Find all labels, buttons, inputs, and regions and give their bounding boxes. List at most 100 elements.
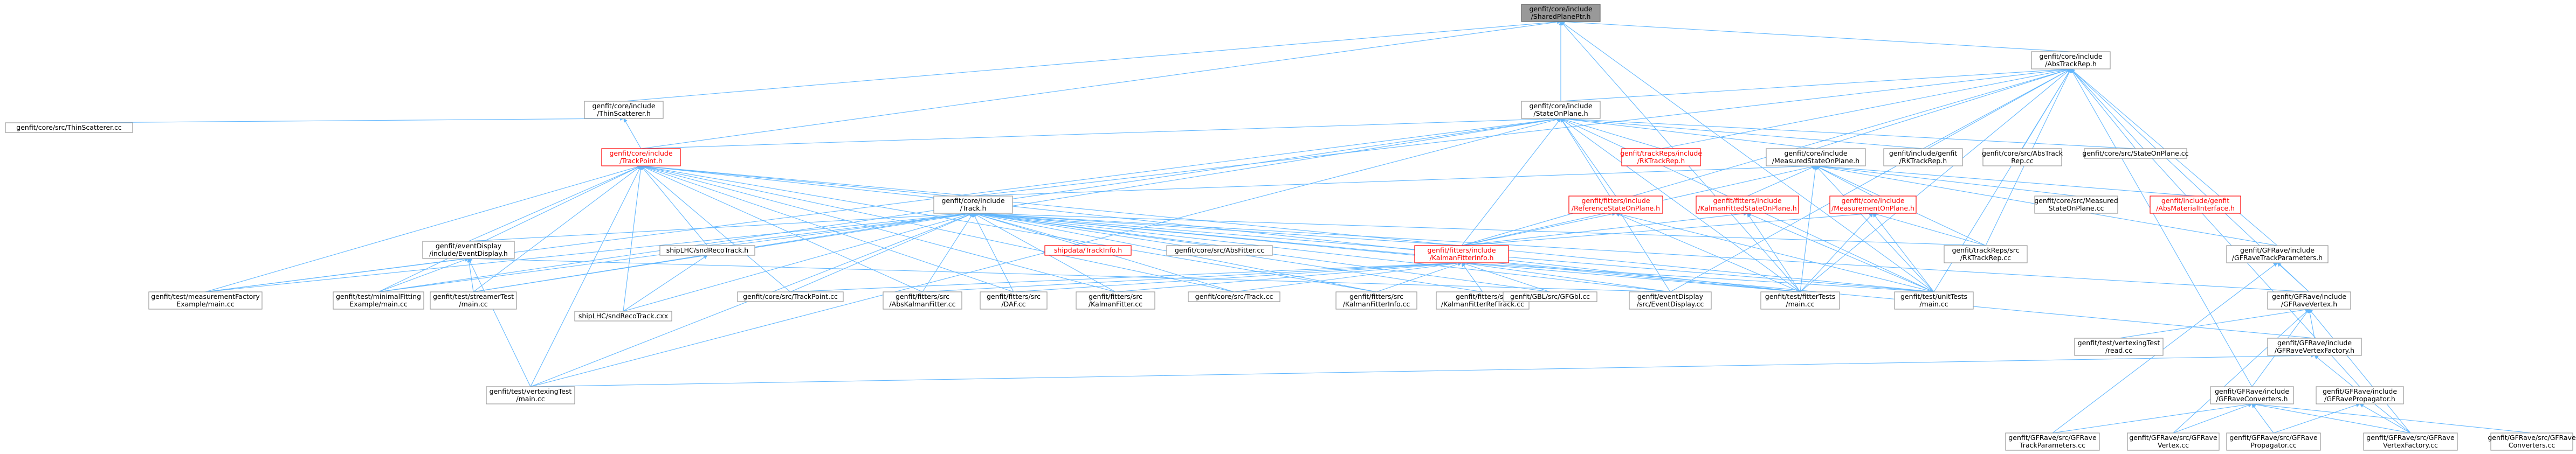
edge-n14-n38 (1872, 213, 1934, 292)
include-edge (790, 213, 974, 292)
file-node-label: genfit/GFRave/include (2215, 387, 2289, 395)
file-node-label: genfit/core/include (2039, 52, 2102, 60)
edge-n11-n18 (707, 212, 974, 246)
file-node-label: /ReferenceStateOnPlane.h (1572, 204, 1660, 212)
file-node[interactable]: genfit/core/include/MeasurementOnPlane.h (1829, 195, 1917, 214)
file-node[interactable]: genfit/GFRave/src/GFRaveVertexFactory.cc (2363, 432, 2458, 451)
file-node[interactable]: genfit/GFRave/include/GFRaveTrackParamet… (2226, 245, 2329, 263)
include-edge (1615, 213, 1801, 292)
include-edge (623, 212, 974, 312)
file-node-box (1521, 101, 1601, 119)
file-node[interactable]: genfit/core/src/StateOnPlane.cc (2082, 148, 2189, 159)
file-node[interactable]: genfit/GFRave/include/GFRavePropagator.h (2316, 386, 2404, 404)
include-edge (2359, 403, 2411, 434)
file-node[interactable]: genfit/fitters/src/KalmanFitter.cc (1076, 291, 1155, 310)
file-node[interactable]: genfit/fitters/include/ReferenceStateOnP… (1568, 195, 1663, 214)
file-node-label: /main.cc (459, 300, 487, 308)
file-node-box (584, 101, 664, 119)
file-node[interactable]: genfit/core/src/Track.cc (1188, 291, 1280, 302)
file-node-label: VertexFactory.cc (2383, 441, 2438, 449)
file-node-label: /GFRaveVertex.h (2281, 300, 2337, 308)
file-node-label: genfit/core/include (1529, 5, 1592, 13)
file-node[interactable]: genfit/test/streamerTest/main.cc (430, 291, 517, 310)
file-node[interactable]: genfit/core/src/AbsTrackRep.cc (1982, 148, 2063, 166)
file-node[interactable]: genfit/core/src/MeasuredStateOnPlane.cc (2034, 195, 2118, 214)
include-edge (1461, 262, 1551, 292)
file-node-box (2267, 291, 2351, 310)
include-edge (640, 165, 1116, 292)
include-edge (707, 212, 974, 246)
file-node[interactable]: genfit/fitters/include/KalmanFitterInfo.… (1414, 245, 1509, 263)
file-node-label: genfit/test/fitterTests (1765, 292, 1835, 301)
edge-n17-n36 (468, 256, 1671, 292)
file-node[interactable]: shipLHC/sndRecoTrack.cxx (574, 311, 672, 322)
file-node[interactable]: genfit/core/include/AbsTrackRep.h (2031, 51, 2111, 69)
file-node[interactable]: genfit/GFRave/src/GFRaveTrackParameters.… (2005, 432, 2100, 451)
edge-n5-n29 (640, 165, 923, 292)
file-node[interactable]: genfit/test/fitterTests/main.cc (1760, 291, 1840, 310)
file-node[interactable]: genfit/GFRave/src/GFRaveVertex.cc (2127, 432, 2220, 451)
file-node[interactable]: genfit/fitters/include/KalmanFittedState… (1696, 195, 1799, 214)
file-node[interactable]: genfit/core/include/TrackPoint.h (601, 148, 681, 166)
include-edge (973, 211, 1462, 246)
edge-n11-n21 (973, 211, 1462, 246)
file-node[interactable]: genfit/GFRave/include/GFRaveConverters.h (2210, 386, 2294, 404)
include-edge (1800, 68, 2071, 292)
include-edge (1560, 118, 1801, 292)
edge-n11-n36 (973, 211, 1671, 292)
include-edge (1872, 213, 1934, 292)
file-node-label: genfit/GFRave/include (2272, 292, 2346, 301)
file-node[interactable]: genfit/GFRave/include/GFRaveVertexFactor… (2267, 338, 2362, 356)
include-edge (623, 19, 1561, 102)
include-edge (640, 164, 974, 197)
file-node[interactable]: genfit/test/vertexingTest/main.cc (486, 386, 575, 404)
file-node[interactable]: genfit/core/src/AbsFitter.cc (1166, 245, 1273, 256)
file-node[interactable]: genfit/GBL/src/GFGbl.cc (1503, 291, 1597, 302)
file-node[interactable]: genfit/fitters/src/AbsKalmanFitter.cc (883, 291, 962, 310)
file-node-box (1894, 291, 1974, 310)
file-node-label: genfit/test/measurementFactory (151, 292, 260, 301)
file-node[interactable]: genfit/fitters/src/DAF.cc (980, 291, 1048, 310)
include-edge (1747, 213, 1801, 292)
file-node[interactable]: genfit/include/genfit/AbsMaterialInterfa… (2150, 195, 2241, 214)
file-node[interactable]: genfit/include/genfit/RKTrackRep.h (1883, 148, 1963, 166)
file-node[interactable]: genfit/trackReps/src/RKTrackRep.cc (1944, 245, 2028, 263)
file-node[interactable]: genfit/fitters/src/KalmanFitterRefTrack.… (1436, 291, 1530, 310)
file-node[interactable]: genfit/core/include/ThinScatterer.h (584, 101, 664, 119)
include-edge (1461, 211, 1748, 246)
file-node[interactable]: genfit/fitters/src/KalmanFitterInfo.cc (1335, 291, 1417, 310)
file-node-box (2490, 432, 2573, 451)
file-node[interactable]: genfit/test/unitTests/main.cc (1894, 291, 1974, 310)
file-node[interactable]: genfit/core/include/Track.h (933, 195, 1013, 214)
include-edge (68, 116, 624, 123)
file-node[interactable]: genfit/GFRave/src/GFRavePropagator.cc (2226, 432, 2321, 451)
file-node[interactable]: genfit/trackReps/include/RKTrackRep.h (1620, 148, 1702, 166)
file-node[interactable]: genfit/eventDisplay/include/EventDisplay… (422, 241, 515, 259)
file-node[interactable]: genfit/GFRave/include/GFRaveVertex.h (2267, 291, 2351, 310)
file-node[interactable]: genfit/core/src/ThinScatterer.cc (5, 122, 133, 133)
include-edge (1815, 68, 2071, 149)
edge-n12-n21 (1461, 212, 1616, 246)
file-node[interactable]: genfit/GFRave/src/GFRaveConverters.cc (2488, 432, 2576, 451)
edge-n7-n11 (973, 164, 1816, 197)
edge-n43-n48 (2251, 402, 2411, 434)
file-node[interactable]: shipLHC/sndRecoTrack.h (659, 245, 755, 256)
file-node[interactable]: genfit/core/src/TrackPoint.cc (737, 291, 844, 302)
file-node[interactable]: genfit/core/include/MeasuredStateOnPlane… (1766, 148, 1866, 166)
include-edge (467, 258, 474, 292)
file-node[interactable]: genfit/eventDisplay/src/EventDisplay.cc (1629, 291, 1712, 310)
file-node[interactable]: genfit/test/measurementFactoryExample/ma… (148, 291, 263, 310)
include-edge (640, 165, 1014, 292)
include-edge (473, 117, 1561, 292)
file-node-label: genfit/GFRave/src/GFRave (2008, 434, 2097, 442)
file-node[interactable]: genfit/test/minimalFittingExample/main.c… (333, 291, 424, 310)
file-node[interactable]: genfit/core/include/SharedPlanePtr.h (1521, 4, 1601, 22)
file-node-label: genfit/test/vertexingTest (2078, 339, 2160, 347)
file-node[interactable]: genfit/test/vertexingTest/read.cc (2074, 338, 2164, 356)
include-edge (973, 211, 2315, 339)
edge-n7-n14 (1815, 165, 1874, 197)
edge-n1-n10 (2070, 68, 2136, 149)
file-node[interactable]: genfit/core/include/StateOnPlane.h (1521, 101, 1601, 119)
file-node[interactable]: shipdata/TrackInfo.h (1044, 245, 1132, 256)
file-node-label: /main.cc (1919, 300, 1948, 308)
